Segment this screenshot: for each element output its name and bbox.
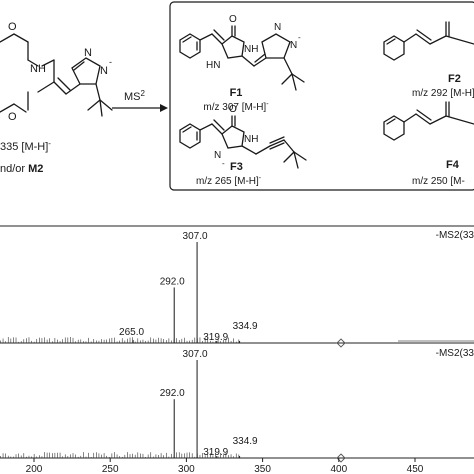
fragment-f1-mz: m/z 307 [M-H]- [203, 101, 269, 113]
parent-imidazole-n: N [84, 47, 92, 59]
panel-2-header: -MS2(33 [436, 348, 474, 359]
f1-hn: HN [206, 60, 220, 71]
f3-nh: NH [244, 134, 258, 145]
x-tick-label: 250 [102, 464, 119, 474]
f3-charge: - [222, 159, 225, 168]
fragment-f2-mz: m/z 292 [M-H]- [412, 87, 474, 99]
panel-2-noise [0, 452, 240, 458]
x-tick-label: 200 [26, 464, 43, 474]
panel-1-peaks [132, 242, 241, 343]
parent-oxo-bottom: O [8, 111, 17, 123]
panel-2-peaks [173, 360, 241, 458]
f3-structure [179, 115, 307, 169]
parent-anion-charge: - [109, 57, 112, 67]
f1-imidazole-n: N [274, 22, 281, 33]
f3-oxo: O [229, 104, 237, 115]
x-tick-label: 350 [254, 464, 271, 474]
x-axis-ticks: 200 250 300 350 400 450 [26, 458, 424, 474]
f1-oxo: O [229, 14, 237, 25]
x-tick-label: 450 [407, 464, 424, 474]
f2-structure [383, 21, 474, 61]
peak-label: 292.0 [160, 388, 185, 399]
peak-label: 307.0 [183, 231, 208, 242]
spectrum-panel-1: -MS2(33 265.0 292.0 307.0 319.9 334.9 [0, 225, 474, 348]
parent-nh-label: NH [30, 63, 46, 75]
peak-label: 319.9 [203, 332, 228, 343]
f1-charge: - [298, 33, 301, 42]
peak-label: 265.0 [119, 327, 144, 338]
peak-label: 307.0 [183, 349, 208, 360]
panel-1-header: -MS2(33 [436, 230, 474, 241]
f3-n-anion: N [214, 150, 221, 161]
panel-1-precursor-marker [336, 338, 346, 348]
fragment-f4-mz: m/z 250 [M- [412, 176, 465, 187]
fragment-box [169, 1, 474, 191]
peak-label: 334.9 [233, 321, 258, 332]
parent-imidazole-n-anion: N [100, 65, 108, 77]
f1-imidazole-n-anion: N [290, 40, 297, 51]
parent-structure: O O NH N N - [0, 21, 113, 123]
fragment-f1-name: F1 [230, 87, 243, 99]
ms2-arrow-label: MS2 [124, 89, 146, 103]
ms2-arrow [112, 104, 168, 112]
panel-1-noise [0, 337, 240, 343]
f1-nh: NH [244, 44, 258, 55]
panel-2-precursor-marker [336, 453, 346, 463]
x-tick-label: 400 [330, 464, 347, 474]
f4-structure [383, 101, 474, 141]
panel-2-peak-labels: 292.0 307.0 319.9 334.9 [160, 349, 258, 458]
peak-label: 319.9 [203, 447, 228, 458]
x-tick-label: 300 [178, 464, 195, 474]
peak-label: 292.0 [160, 276, 185, 287]
fragment-f2-name: F2 [448, 73, 461, 85]
parent-oxo-top: O [8, 21, 17, 33]
f1-structure [179, 25, 305, 91]
fragment-f3-mz: m/z 265 [M-H]- [196, 175, 262, 187]
fragment-f3-name: F3 [230, 161, 243, 173]
spectrum-panel-2: -MS2(33 292.0 307.0 319.9 334.9 200 250 300 35… [0, 348, 474, 474]
parent-metabolite-label: nd/or M2 [0, 163, 43, 175]
peak-label: 334.9 [233, 436, 258, 447]
panel-1-peak-labels: 265.0 292.0 307.0 319.9 334.9 [119, 231, 258, 343]
parent-mz-label: 335 [M-H]- [0, 139, 51, 153]
fragment-f4-name: F4 [446, 159, 460, 171]
